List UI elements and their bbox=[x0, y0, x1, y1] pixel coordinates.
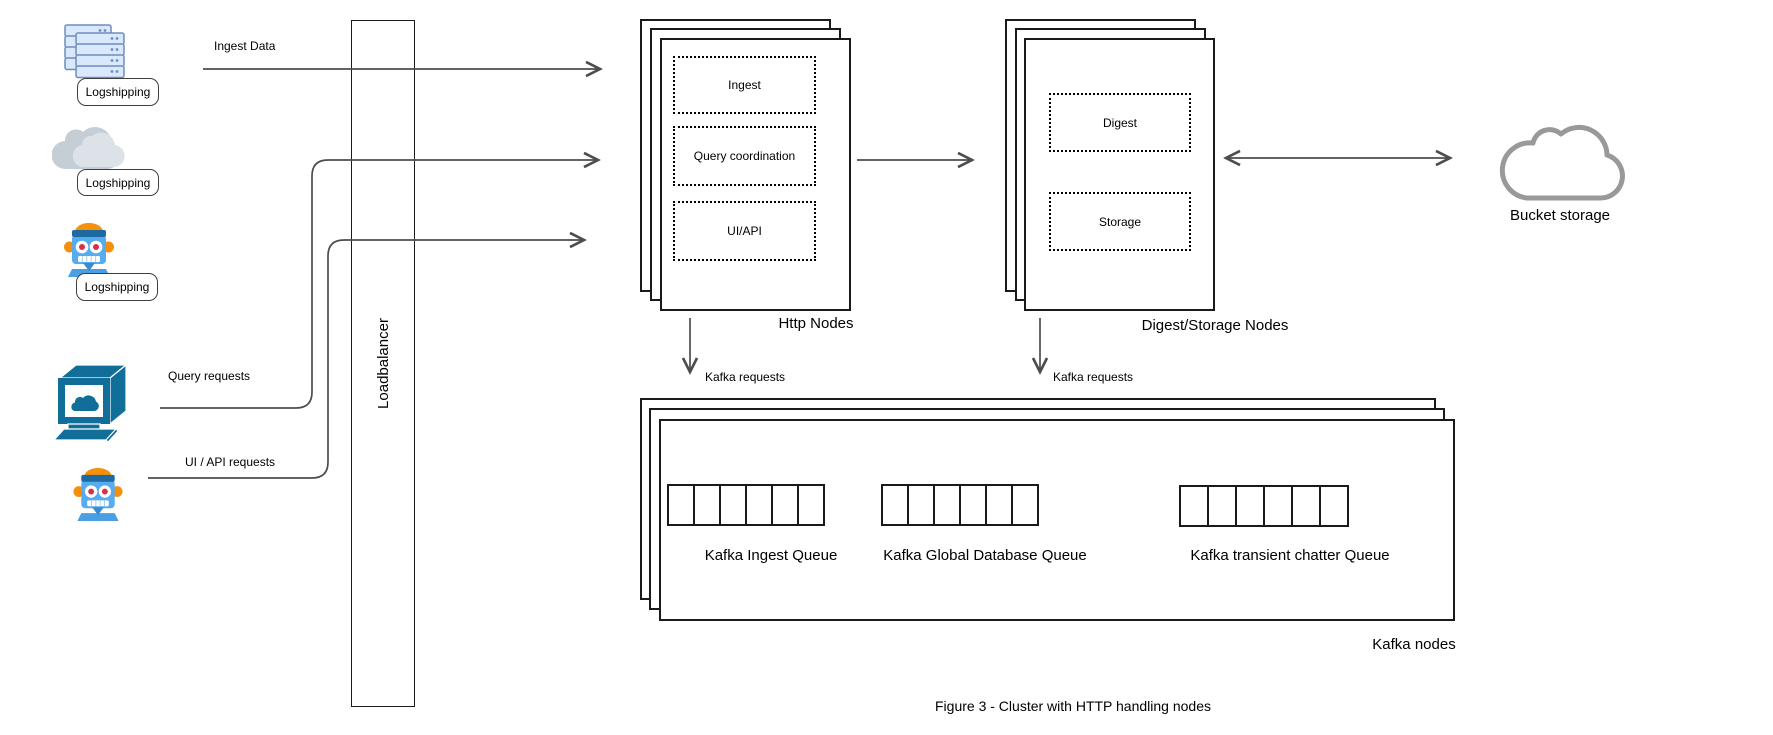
kafka-ingest-queue bbox=[667, 484, 825, 526]
queue-cell bbox=[985, 484, 1013, 526]
http-nodes-label: Http Nodes bbox=[778, 315, 854, 332]
digest-component-digest-label: Digest bbox=[1102, 115, 1137, 130]
kafka-nodes-label: Kafka nodes bbox=[1372, 636, 1456, 653]
queue-cell bbox=[959, 484, 987, 526]
logshipping-label-1-text: Logshipping bbox=[85, 85, 151, 99]
kafka-transient-chatter-queue bbox=[1179, 485, 1349, 527]
queue-cell bbox=[1011, 484, 1039, 526]
logshipping-label-2-text: Logshipping bbox=[85, 175, 151, 190]
queue-cell bbox=[693, 484, 721, 526]
edge-label-ui-api-requests: UI / API requests bbox=[185, 455, 276, 469]
http-component-ingest: Ingest bbox=[673, 56, 816, 114]
edge-label-ingest-data: Ingest Data bbox=[214, 39, 276, 53]
queue-cell bbox=[745, 484, 773, 526]
queue-cell bbox=[1263, 485, 1293, 527]
logshipping-label-3: Logshipping bbox=[76, 273, 158, 301]
server-stack-icon bbox=[64, 24, 125, 79]
edge-label-kafka-requests-http: Kafka requests bbox=[705, 370, 786, 384]
http-component-ui-api-label: UI/API bbox=[727, 224, 762, 238]
queue-cell bbox=[907, 484, 935, 526]
queue-cell bbox=[719, 484, 747, 526]
cloud-icon bbox=[52, 127, 125, 170]
queue-cell bbox=[1179, 485, 1209, 527]
queue-cell bbox=[881, 484, 909, 526]
loadbalancer-node: Loadbalancer bbox=[351, 20, 415, 707]
kafka-ingest-queue-label: Kafka Ingest Queue bbox=[704, 547, 838, 564]
bucket-storage-label: Bucket storage bbox=[1509, 207, 1611, 224]
queue-cell bbox=[1319, 485, 1349, 527]
http-component-query-coordination-label: Query coordination bbox=[693, 149, 796, 163]
queue-cell bbox=[797, 484, 825, 526]
http-component-ingest-label: Ingest bbox=[728, 78, 761, 92]
edge-label-query-requests: Query requests bbox=[168, 369, 251, 383]
logshipping-label-2: Logshipping bbox=[77, 169, 159, 196]
kafka-global-database-queue-label: Kafka Global Database Queue bbox=[883, 547, 1087, 564]
figure-caption: Figure 3 - Cluster with HTTP handling no… bbox=[935, 698, 1211, 714]
queue-cell bbox=[1235, 485, 1265, 527]
kafka-transient-chatter-queue-label: Kafka transient chatter Queue bbox=[1190, 547, 1390, 564]
digest-component-storage: Storage bbox=[1049, 192, 1191, 251]
digest-storage-layer-front bbox=[1024, 38, 1215, 311]
loadbalancer-label: Loadbalancer bbox=[374, 318, 392, 409]
bucket-storage-cloud-icon bbox=[1499, 124, 1625, 201]
queue-cell bbox=[933, 484, 961, 526]
queue-cell bbox=[1207, 485, 1237, 527]
kafka-global-database-queue bbox=[881, 484, 1039, 526]
http-component-query-coordination: Query coordination bbox=[673, 126, 816, 186]
edge-label-kafka-requests-digest: Kafka requests bbox=[1053, 370, 1134, 384]
computer-icon bbox=[52, 363, 128, 442]
digest-component-digest: Digest bbox=[1049, 93, 1191, 152]
queue-cell bbox=[1291, 485, 1321, 527]
digest-storage-nodes-label: Digest/Storage Nodes bbox=[1141, 317, 1289, 334]
queue-cell bbox=[771, 484, 799, 526]
http-component-ui-api: UI/API bbox=[673, 201, 816, 261]
robot-icon-2 bbox=[73, 467, 123, 522]
logshipping-label-3-text: Logshipping bbox=[84, 280, 150, 294]
robot-icon-1 bbox=[64, 223, 114, 277]
logshipping-label-1: Logshipping bbox=[77, 78, 159, 106]
queue-cell bbox=[667, 484, 695, 526]
digest-component-storage-label: Storage bbox=[1098, 214, 1142, 229]
